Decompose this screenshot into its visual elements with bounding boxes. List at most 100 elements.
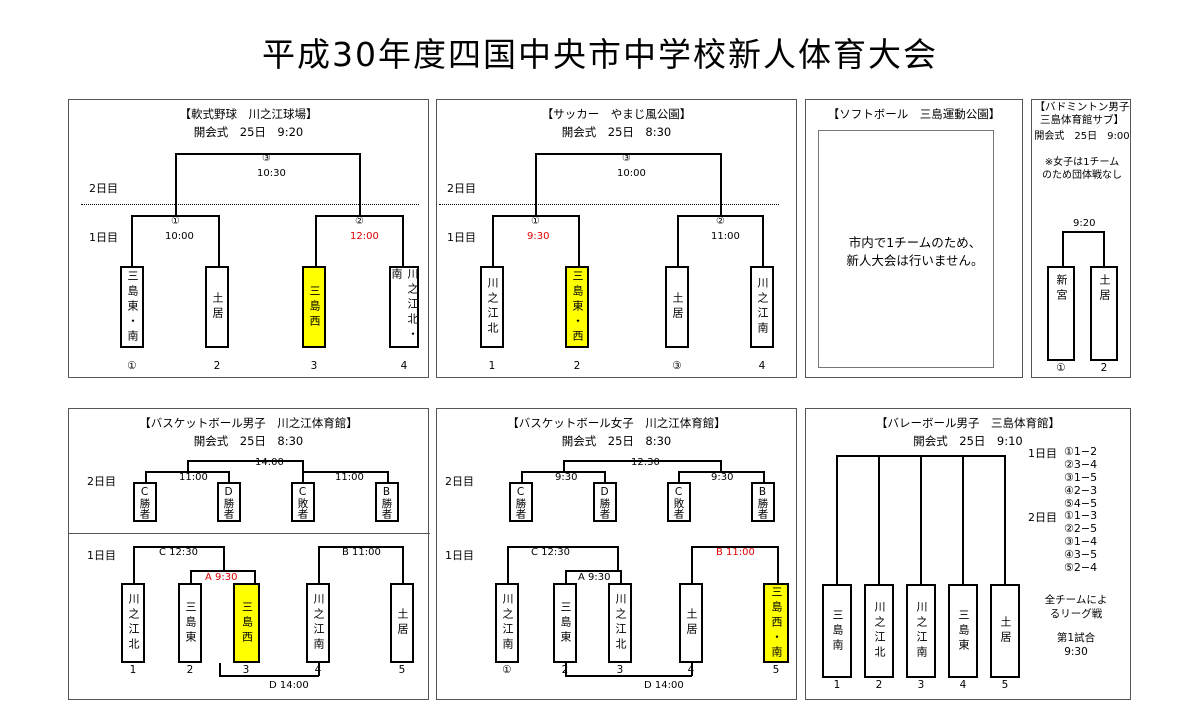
bracket-line	[190, 570, 255, 572]
bracket-line	[535, 153, 721, 155]
team-box: 三島東	[553, 583, 577, 663]
team-number: 4	[959, 679, 967, 691]
semi-right-time: 11:00	[335, 472, 364, 483]
game-item: ④2−3	[1064, 484, 1098, 497]
bracket-line	[563, 460, 565, 472]
game-c-label: C 12:30	[531, 547, 570, 558]
bracket-line	[492, 215, 579, 217]
day1-label: 1日目	[87, 549, 116, 562]
day2-label: 2日目	[89, 182, 118, 195]
badminton-time: 9:20	[1073, 218, 1096, 229]
bracket-line	[315, 215, 317, 267]
team-number: 3	[242, 664, 250, 676]
game-b-label: B 11:00	[716, 547, 755, 558]
bracket-line	[1103, 231, 1105, 267]
day1-label: 1日目	[1028, 447, 1057, 460]
bracket-line	[617, 546, 619, 570]
team-box: 土居	[1090, 266, 1118, 361]
team-number: ①	[127, 360, 137, 372]
game-d-label: D 14:00	[269, 680, 309, 691]
team-number: 1	[833, 679, 841, 691]
team-number: 3	[917, 679, 925, 691]
game-a-label: A 9:30	[578, 572, 611, 583]
bracket-line	[720, 460, 722, 472]
bracket-line	[219, 675, 319, 677]
game-item: ④3−5	[1064, 548, 1098, 561]
bracket-line	[219, 663, 221, 676]
team-box: 土居	[679, 583, 703, 663]
team-box: 三島西	[233, 583, 260, 663]
basketball-girls-panel: 【バスケットボール女子 川之江体育館】 開会式 25日 8:30 2日目 1日目…	[436, 408, 797, 700]
badminton-opening: 開会式 25日 9:00	[1034, 131, 1130, 142]
bracket-line	[402, 215, 404, 267]
badminton-panel: 【バドミントン男子 三島体育館サブ】 開会式 25日 9:00 ※女子は1チーム…	[1031, 99, 1131, 378]
final-label: ③	[262, 153, 271, 164]
team-box: 川之江南	[750, 266, 774, 348]
bracket-line	[578, 215, 580, 267]
bracket-line	[175, 153, 360, 155]
bracket-line	[1062, 231, 1064, 267]
game-c-label: C 12:30	[159, 547, 198, 558]
team-box: 川之江北・南	[389, 266, 419, 348]
game-item: ②3−4	[1064, 458, 1098, 471]
team-number: 3	[616, 664, 624, 676]
d2-team-box: B勝者	[375, 482, 399, 522]
team-box: 三島西	[302, 266, 326, 348]
team-number: 1	[488, 360, 496, 372]
league-line	[962, 455, 964, 585]
team-box: 土居	[205, 266, 229, 348]
final-time: 10:00	[617, 168, 646, 179]
final-time: 10:30	[257, 168, 286, 179]
day2-label: 2日目	[447, 182, 476, 195]
team-number: 5	[772, 664, 780, 676]
softball-message-box	[818, 130, 994, 368]
bball-girls-opening: 開会式 25日 8:30	[561, 434, 672, 448]
bracket-line	[604, 471, 606, 483]
bracket-line	[720, 153, 722, 215]
badminton-title: 【バドミントン男子 三島体育館サブ】	[1034, 101, 1130, 126]
basketball-boys-panel: 【バスケットボール男子 川之江体育館】 開会式 25日 8:30 2日目 1日目…	[68, 408, 430, 700]
team-number: 2	[213, 360, 221, 372]
league-note: 全チームによ るリーグ戦	[1044, 594, 1108, 620]
bracket-line	[302, 471, 304, 483]
game-item: ③1−4	[1064, 535, 1098, 548]
baseball-title: 【軟式野球 川之江球場】	[179, 107, 318, 121]
bracket-line	[691, 663, 693, 676]
bracket-line	[535, 153, 537, 215]
team-number: 4	[758, 360, 766, 372]
bracket-line	[387, 471, 389, 483]
day-divider	[69, 533, 430, 534]
d2-team-box: C勝者	[133, 482, 157, 522]
bracket-line	[318, 546, 403, 548]
bracket-line	[133, 546, 135, 584]
bracket-line	[565, 570, 621, 572]
bracket-line	[315, 215, 403, 217]
team-box: 三島西・南	[763, 583, 789, 663]
final-time: 12:30	[631, 457, 660, 468]
team-box: 川之江北	[864, 584, 894, 678]
bracket-line	[565, 675, 692, 677]
final-time: 14:00	[255, 457, 284, 468]
bracket-line	[175, 153, 177, 215]
volleyball-panel: 【バレーボール男子 三島体育館】 開会式 25日 9:10 三島南 川之江北 川…	[805, 408, 1131, 700]
team-number: 2	[186, 664, 194, 676]
bracket-line	[620, 570, 622, 584]
team-box: 土居	[665, 266, 689, 348]
bracket-line	[131, 215, 219, 217]
team-number: 2	[573, 360, 581, 372]
day-divider	[439, 204, 779, 205]
bracket-line	[678, 471, 680, 483]
bracket-line	[507, 546, 618, 548]
game-item: ①1−3	[1064, 509, 1098, 522]
game-a-label: A 9:30	[205, 572, 238, 583]
bracket-line	[187, 460, 189, 472]
semi-right-time: 9:30	[711, 472, 734, 483]
team-box: 川之江北	[608, 583, 632, 663]
match1-time: 9:30	[527, 231, 550, 242]
bball-girls-title: 【バスケットボール女子 川之江体育館】	[507, 416, 726, 430]
bracket-line	[359, 153, 361, 215]
team-box: 土居	[990, 584, 1020, 678]
bracket-line	[302, 471, 388, 473]
league-line	[878, 455, 880, 585]
bracket-line	[254, 570, 256, 584]
